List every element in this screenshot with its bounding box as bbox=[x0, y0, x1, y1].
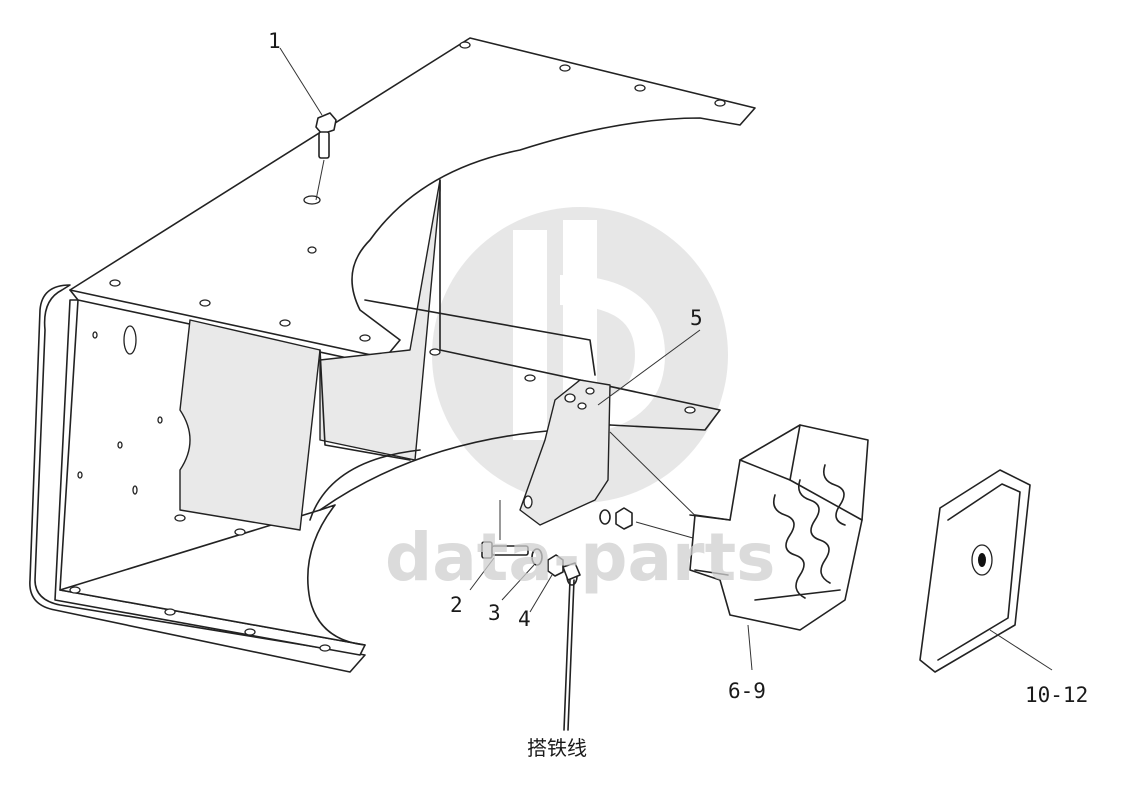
hardware-washer-3 bbox=[531, 548, 543, 566]
callout-10-12: 10-12 bbox=[1025, 683, 1088, 707]
bolt-1 bbox=[315, 112, 337, 201]
watermark-text: data-parts bbox=[385, 519, 775, 596]
battery-cover-6-9 bbox=[689, 424, 869, 631]
battery-lid-10-12 bbox=[919, 469, 1053, 673]
callout-1: 1 bbox=[268, 29, 281, 53]
callout-3: 3 bbox=[488, 601, 501, 625]
hardware-bolt-2 bbox=[481, 500, 529, 559]
callout-4: 4 bbox=[518, 607, 531, 631]
callout-2: 2 bbox=[450, 593, 463, 617]
callout-5: 5 bbox=[690, 306, 703, 330]
leader-lines bbox=[279, 47, 753, 671]
ground-wire-label: 搭铁线 bbox=[527, 736, 587, 760]
callout-6-9: 6-9 bbox=[728, 679, 766, 703]
ground-wire bbox=[562, 562, 581, 731]
mounting-frame bbox=[29, 37, 756, 673]
